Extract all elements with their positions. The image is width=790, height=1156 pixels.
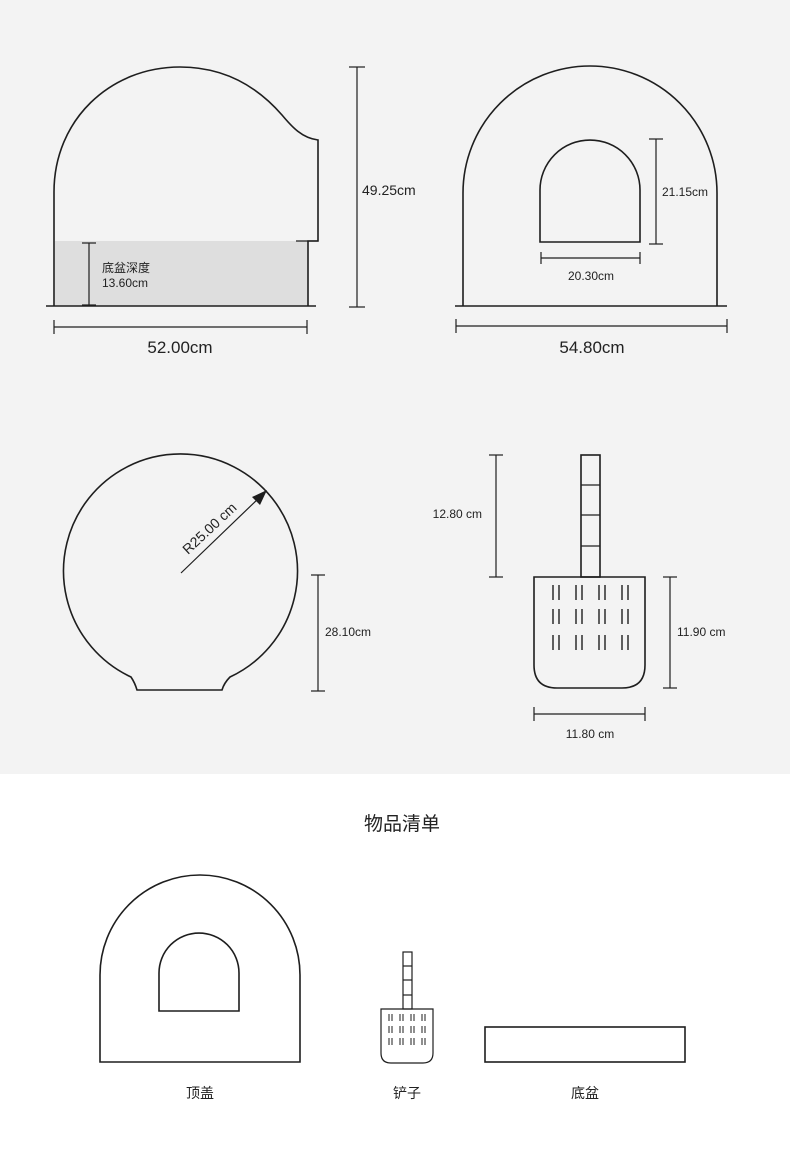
scoop-icon-blade [380,1008,434,1064]
basin-depth-dimension [82,242,96,306]
radius-line [180,495,262,574]
front-view-outline [462,65,718,306]
radius-arrowhead [252,490,267,505]
contents-item-top-cover: 顶盖 [99,874,301,1102]
scoop-slots [552,585,629,650]
top-cover-door [158,932,240,1012]
height-dimension [349,66,365,308]
front-view: 21.15cm 20.30cm 54.80cm [455,65,728,357]
handle-length-dimension [489,454,503,578]
blade-width-dimension [533,707,646,721]
top-cover-label: 顶盖 [186,1086,214,1102]
top-view-outline [62,453,299,691]
side-width-value: 52.00cm [147,338,212,357]
handle-length-value: 12.80 cm [433,507,482,521]
side-view: 底盆深度 13.60cm 49.25cm 52.00cm [46,66,416,357]
basin-depth-area [55,241,308,306]
door-width-dimension [540,252,641,264]
side-view-outline [53,66,319,306]
top-cover-icon [99,874,301,1063]
front-door-opening [539,139,641,243]
front-width-value: 54.80cm [559,338,624,357]
basin-depth-value: 13.60cm [102,276,148,290]
top-depth-value: 28.10cm [325,625,371,639]
door-height-dimension [649,138,663,245]
blade-height-dimension [663,576,677,689]
scoop-view: 12.80 cm 11.90 cm 11.80 cm [433,454,725,741]
door-width-value: 20.30cm [568,269,614,283]
contents-item-scoop: 铲子 [380,951,434,1102]
scoop-icon-slots [388,1014,426,1045]
basin-icon [484,1026,686,1063]
contents-title: 物品清单 [364,813,440,835]
scoop-label: 铲子 [393,1086,421,1102]
top-depth-dimension [311,574,325,692]
side-width-dimension [53,320,308,334]
blade-height-value: 11.90 cm [677,625,725,639]
door-height-value: 21.15cm [662,185,708,199]
basin-depth-label: 底盆深度 [102,260,150,275]
contents-item-basin: 底盆 [484,1026,686,1102]
basin-label: 底盆 [571,1086,599,1102]
spec-panel-background [0,0,790,774]
blade-width-value: 11.80 cm [566,727,614,741]
front-width-dimension [455,319,728,333]
height-value: 49.25cm [362,182,416,198]
scoop-blade [533,576,646,689]
